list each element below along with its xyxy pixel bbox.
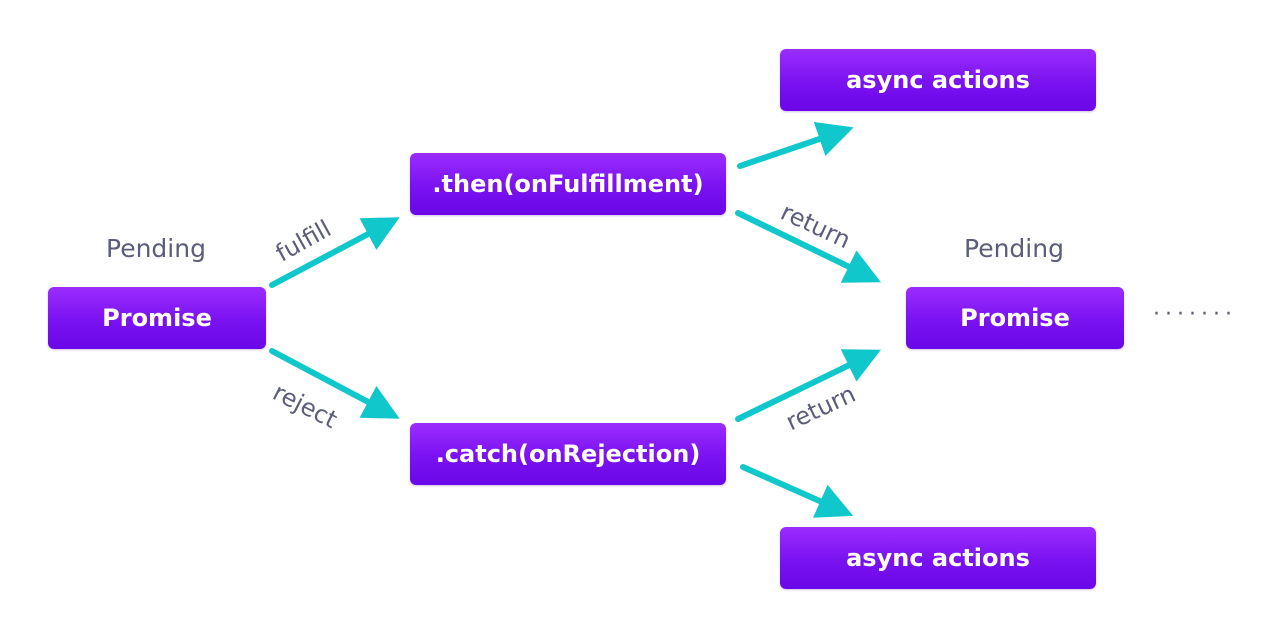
promise-node-end: Promise — [906, 287, 1124, 349]
pending-label-end: Pending — [964, 234, 1064, 263]
fulfill-arrow — [269, 217, 400, 288]
catch-return-arrow — [735, 349, 881, 422]
then-node: .then(onFulfillment) — [410, 153, 726, 215]
pending-label-start: Pending — [106, 234, 206, 263]
then-to-async-arrow — [737, 121, 854, 169]
promise-node-start: Promise — [48, 287, 266, 349]
async-actions-node-bottom: async actions — [780, 527, 1096, 589]
then-return-arrow — [735, 210, 881, 283]
reject-arrow — [269, 348, 400, 419]
catch-node: .catch(onRejection) — [410, 423, 726, 485]
continuation-dots: ······· — [1153, 302, 1237, 327]
catch-to-async-arrow — [740, 464, 854, 518]
async-actions-node-top: async actions — [780, 49, 1096, 111]
